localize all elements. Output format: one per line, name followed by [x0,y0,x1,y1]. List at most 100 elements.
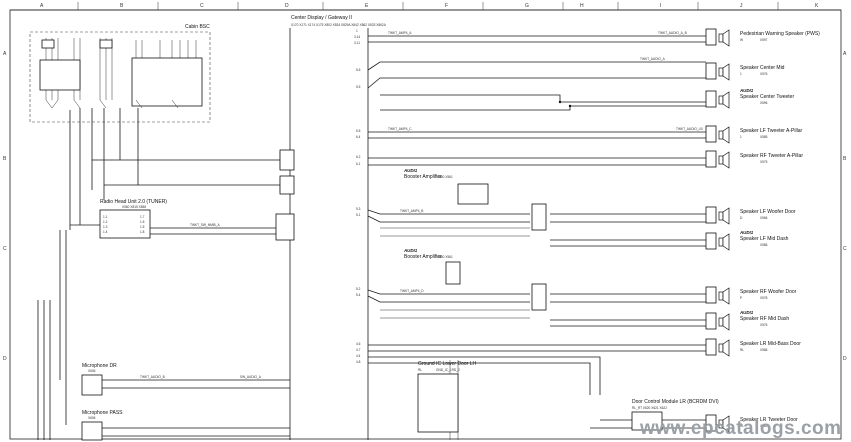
ground-sub: RL [418,368,422,372]
speaker-code: W [740,38,743,42]
speaker-connector-id: X586 [760,348,768,352]
speaker-cone-icon [722,29,730,47]
speaker-cone-icon [722,126,730,144]
speaker-code: D [740,216,743,220]
gateway-pin: 6.4 [356,135,361,139]
speaker-connector [705,232,717,250]
mic-pass-connector: X606 [88,416,96,420]
gateway-pin: 5.4 [356,293,361,297]
gateway-pin: 4.7 [356,348,361,352]
speaker-title: Speaker RF Woofer Door [740,289,797,295]
radio-connectors: X560 X815 X858 [122,205,146,209]
wire-label: TWKT_AMP4_D [400,289,424,293]
grid-column-label: J [740,3,743,9]
watermark-text: www.epcatalogs.com [639,418,842,439]
booster2-badge: AUDI1 [403,248,418,253]
speaker-connector-id: X576 [760,72,768,76]
speaker-icon [718,33,724,43]
door-module-sub: RL_RT X620 X621 X622 [632,406,667,410]
grid-column-label: H [580,3,584,9]
wire-label: TWKT_AUDIO_LB [676,127,703,131]
microphone-pass: Microphone PASS X606 [81,410,290,441]
speaker-cone-icon [722,233,730,251]
gateway-title: Center Display / Gateway II [291,15,352,21]
radio-pin: 1.3 [103,225,108,229]
speaker-connector-id: X585 [760,135,768,139]
grid-row-label: A [843,51,847,57]
radio-pin: 1.2 [103,220,108,224]
speaker-connector [705,28,717,46]
cabin-label: Cabin BSC [185,24,210,30]
speaker-connector-id: X586 [760,243,768,247]
grid-column-label: F [445,3,448,9]
door-control-module: Door Control Module LR (BCRDM DVI) RL_RT… [631,399,719,431]
speaker-icon [718,155,724,165]
speaker-title: Speaker LR Mid-Bass Door [740,341,801,347]
speaker-connector [705,312,717,330]
mic-pass-title: Microphone PASS [82,410,123,416]
grid-row-label: A [3,51,7,57]
speaker-badge: AUDI1 [739,310,754,315]
radio-pin: 1.1 [103,215,108,219]
grid-column-label: G [525,3,529,9]
wire-label: TWKT_AMP4_A [388,31,412,35]
radio-pin: 1.7 [140,215,145,219]
gateway-pin: 6.2 [356,155,361,159]
gateway-pin: 3.14 [354,35,360,39]
gateway-pin: 5.1 [356,213,361,217]
speaker-connector [705,414,717,432]
speaker-cone-icon [722,207,730,225]
gateway-pin: 6.1 [356,162,361,166]
speaker-connector [705,62,717,80]
wire-labels: TWKT_AMP4_A TWKT_AUDIO_A_B TWKT_AUDIO_A … [140,31,703,379]
mic-dr-title: Microphone DR [82,363,117,369]
grid-row-label: C [843,246,847,252]
booster2-title: Booster Amplifier [404,254,442,260]
speaker-icon [718,95,724,105]
booster-amplifier-2: AUDI1 Booster Amplifier X560 X561 [403,248,547,311]
speaker-icon [718,211,724,221]
speaker-title: Speaker LR Tweeter Door [740,417,798,423]
speaker-title: Pedestrian Warning Speaker (PWS) [740,31,820,37]
speaker-connector [705,125,717,143]
speaker-code: P [740,296,742,300]
speaker-icon [718,343,724,353]
speaker-connector-id: X596 [760,101,768,105]
gateway-pin: 1 [356,29,358,33]
ground-node: GND_IC_LRD_2 [436,368,460,372]
booster1-title: Booster Amplifier [404,174,442,180]
speaker-badge: AUDI1 [739,88,754,93]
trunk-wires [37,108,281,440]
wire-label: TWKT_AUDIO_B [140,375,165,379]
speaker-icon [718,237,724,247]
grid-column-label: C [200,3,204,9]
grid-column-label: B [120,3,124,9]
microphone-dr: Microphone DR X606 [81,363,290,396]
speaker-connector [705,338,717,356]
grid-row-label: D [843,356,847,362]
speaker-title: Speaker Center Tweeter [740,94,794,100]
speaker-wiring [367,35,706,440]
speaker-connector [705,90,717,108]
radio-pin: 1.4 [103,230,108,234]
speaker-cone-icon [722,287,730,305]
wire-label: TWKT_AUDIO_A_B [658,31,687,35]
gateway-pin: 3.11 [354,41,360,45]
grid-row-label: B [843,156,847,162]
radio-pin: 1.8 [140,230,145,234]
door-module-title: Door Control Module LR (BCRDM DVI) [632,399,719,405]
grid-column-label: I [660,3,661,9]
gateway-pin: 5.2 [356,287,361,291]
grid-row-label: B [3,156,7,162]
gateway-pin: 6.5 [356,129,361,133]
booster1-badge: AUDI1 [403,168,418,173]
